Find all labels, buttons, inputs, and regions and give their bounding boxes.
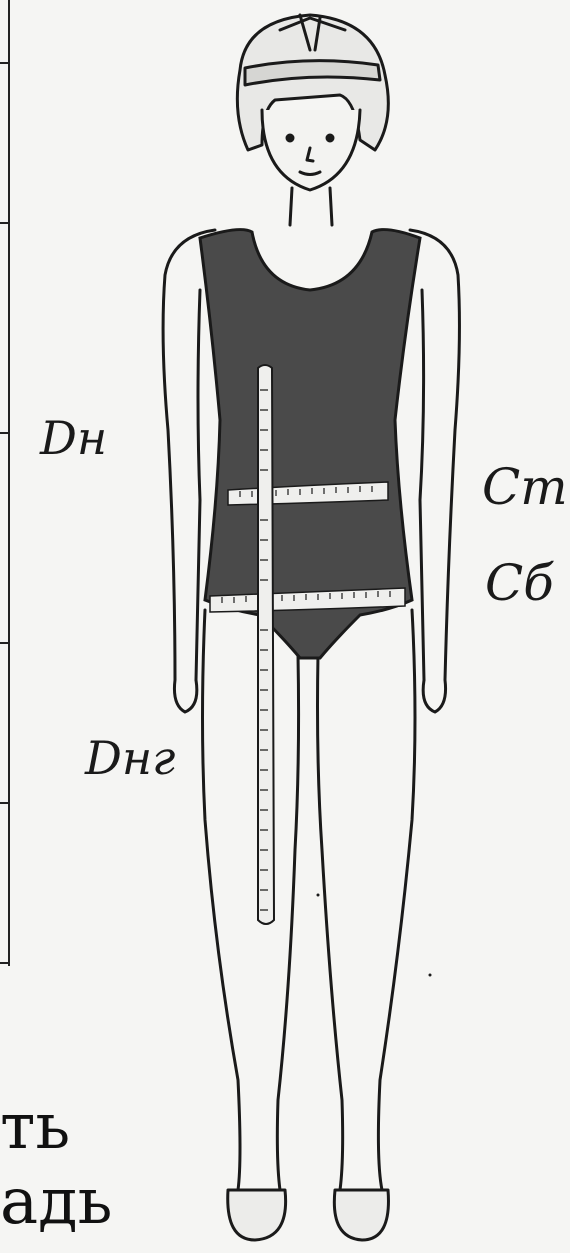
- label-dng: Dнг: [85, 735, 175, 781]
- text-fragment-line-1: ть: [0, 1095, 540, 1159]
- eye-right: [327, 135, 333, 141]
- label-ct: Cт: [482, 462, 568, 512]
- arm-right-inner: [420, 290, 424, 680]
- eye-left: [287, 135, 293, 141]
- label-cb: Cб: [485, 558, 554, 608]
- label-dn: Dн: [40, 415, 107, 461]
- text-fragment-line-2: адь: [0, 1170, 540, 1234]
- arm-right: [410, 230, 459, 712]
- neck: [290, 188, 332, 225]
- arm-left-inner: [196, 290, 200, 680]
- vertical-tape: [258, 365, 274, 924]
